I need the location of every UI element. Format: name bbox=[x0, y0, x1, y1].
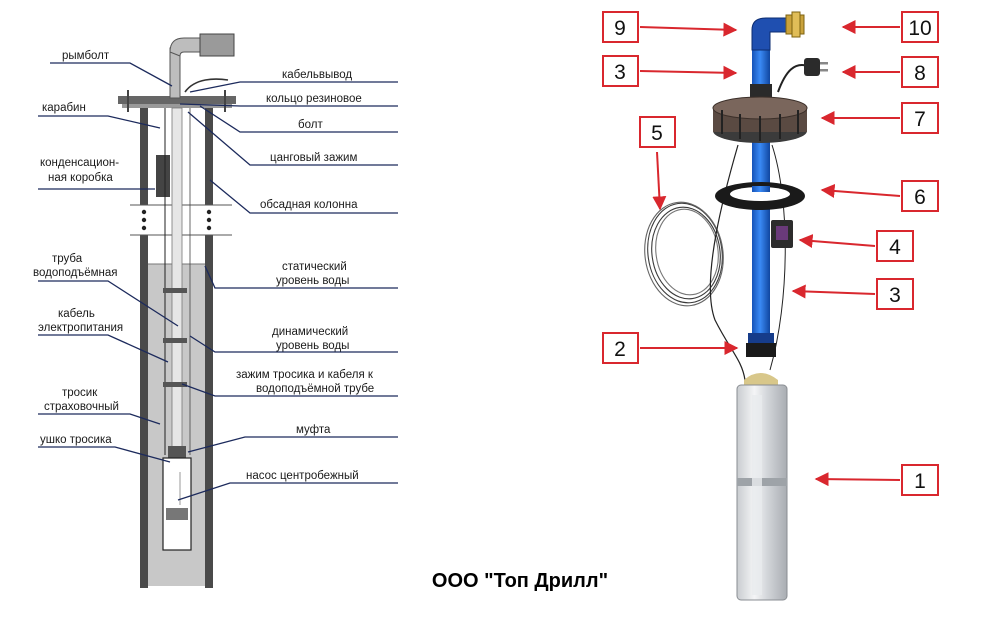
label-riser-pipe-1: труба bbox=[52, 253, 83, 265]
assembly-illustration bbox=[644, 11, 828, 601]
condensation-box bbox=[156, 155, 170, 197]
safety-cable bbox=[769, 144, 786, 371]
label-casing: обсадная колонна bbox=[260, 199, 358, 211]
callout-number-8: 8 bbox=[914, 62, 926, 85]
right-leaders bbox=[177, 81, 398, 501]
label-clamp-2: водоподъёмной трубе bbox=[256, 383, 374, 395]
callout-number-9: 9 bbox=[614, 17, 626, 40]
callout-number-1: 1 bbox=[914, 470, 926, 493]
label-riser-pipe-2: водоподъёмная bbox=[33, 267, 118, 279]
coupling bbox=[168, 446, 186, 458]
callout-box-2 bbox=[602, 332, 639, 364]
label-rymbolt: рымболт bbox=[62, 50, 110, 62]
pump-coupling bbox=[748, 333, 774, 343]
label-rope-eye: ушко тросика bbox=[40, 434, 112, 446]
left-labels: рымболт карабин конденсацион- ная коробк… bbox=[33, 50, 123, 446]
label-condensation-box-1: конденсацион- bbox=[40, 157, 119, 169]
well-schematic bbox=[118, 33, 236, 588]
label-cable-outlet: кабельвывод bbox=[282, 69, 352, 81]
label-condensation-box-2: ная коробка bbox=[48, 172, 113, 184]
label-collet-clamp: цанговый зажим bbox=[270, 152, 357, 164]
callout-number-10: 10 bbox=[908, 17, 931, 40]
callout-number-6: 6 bbox=[914, 186, 926, 209]
label-dynamic-level-2: уровень воды bbox=[276, 340, 349, 352]
callout-box-6 bbox=[901, 180, 939, 212]
callout-box-7 bbox=[901, 102, 939, 134]
label-safety-rope-2: страховочный bbox=[44, 401, 119, 413]
label-clamp-1: зажим тросика и кабеля к bbox=[236, 369, 374, 381]
well-head-cap bbox=[712, 96, 808, 143]
callout-box-10 bbox=[901, 11, 939, 43]
power-plug bbox=[777, 64, 809, 93]
callout-number-5: 5 bbox=[651, 122, 663, 145]
company-name: ООО "Топ Дрилл" bbox=[431, 570, 609, 592]
centrifugal-pump bbox=[162, 457, 192, 551]
label-static-level-1: статический bbox=[282, 261, 347, 273]
rubber-ring bbox=[715, 182, 805, 210]
callout-number-2: 2 bbox=[614, 338, 626, 361]
callout-number-3-mid: 3 bbox=[889, 284, 901, 307]
callout-box-5 bbox=[639, 116, 676, 148]
callout-number-4: 4 bbox=[889, 236, 901, 259]
riser-pipe bbox=[171, 107, 183, 464]
cable-outlet bbox=[184, 78, 229, 93]
callout-number-3-top: 3 bbox=[614, 61, 626, 84]
label-pump: насос центробежный bbox=[246, 470, 359, 482]
label-coupling: муфта bbox=[296, 424, 331, 436]
label-power-cable-2: электропитания bbox=[38, 322, 123, 334]
callout-numbers: 9 10 3 8 7 5 6 4 3 2 1 bbox=[614, 17, 932, 493]
cable-coil bbox=[644, 201, 724, 307]
casing-wall-left bbox=[140, 100, 148, 588]
submersible-pump bbox=[736, 373, 788, 601]
callout-box-3-top bbox=[602, 55, 639, 87]
label-rubber-ring: кольцо резиновое bbox=[266, 93, 362, 105]
label-safety-rope-1: тросик bbox=[62, 387, 98, 399]
callout-box-9 bbox=[602, 11, 639, 43]
label-bolt: болт bbox=[298, 119, 323, 131]
label-power-cable-1: кабель bbox=[58, 308, 95, 320]
label-karabin: карабин bbox=[42, 102, 86, 114]
label-dynamic-level-1: динамический bbox=[272, 326, 348, 338]
callout-box-4 bbox=[876, 230, 914, 262]
well-head-plate bbox=[118, 96, 236, 104]
elbow-fitting bbox=[751, 17, 787, 51]
callout-box-1 bbox=[901, 464, 939, 496]
right-schematic-labels: кабельвывод кольцо резиновое болт цангов… bbox=[236, 69, 374, 482]
callout-arrows bbox=[639, 20, 901, 487]
callout-box-8 bbox=[901, 56, 939, 88]
callout-number-7: 7 bbox=[914, 108, 926, 131]
power-cable bbox=[709, 144, 746, 381]
callout-boxes bbox=[602, 11, 939, 496]
left-leaders bbox=[38, 62, 179, 463]
label-static-level-2: уровень воды bbox=[276, 275, 349, 287]
callout-box-3-mid bbox=[876, 278, 914, 310]
casing-wall-right bbox=[205, 100, 213, 588]
